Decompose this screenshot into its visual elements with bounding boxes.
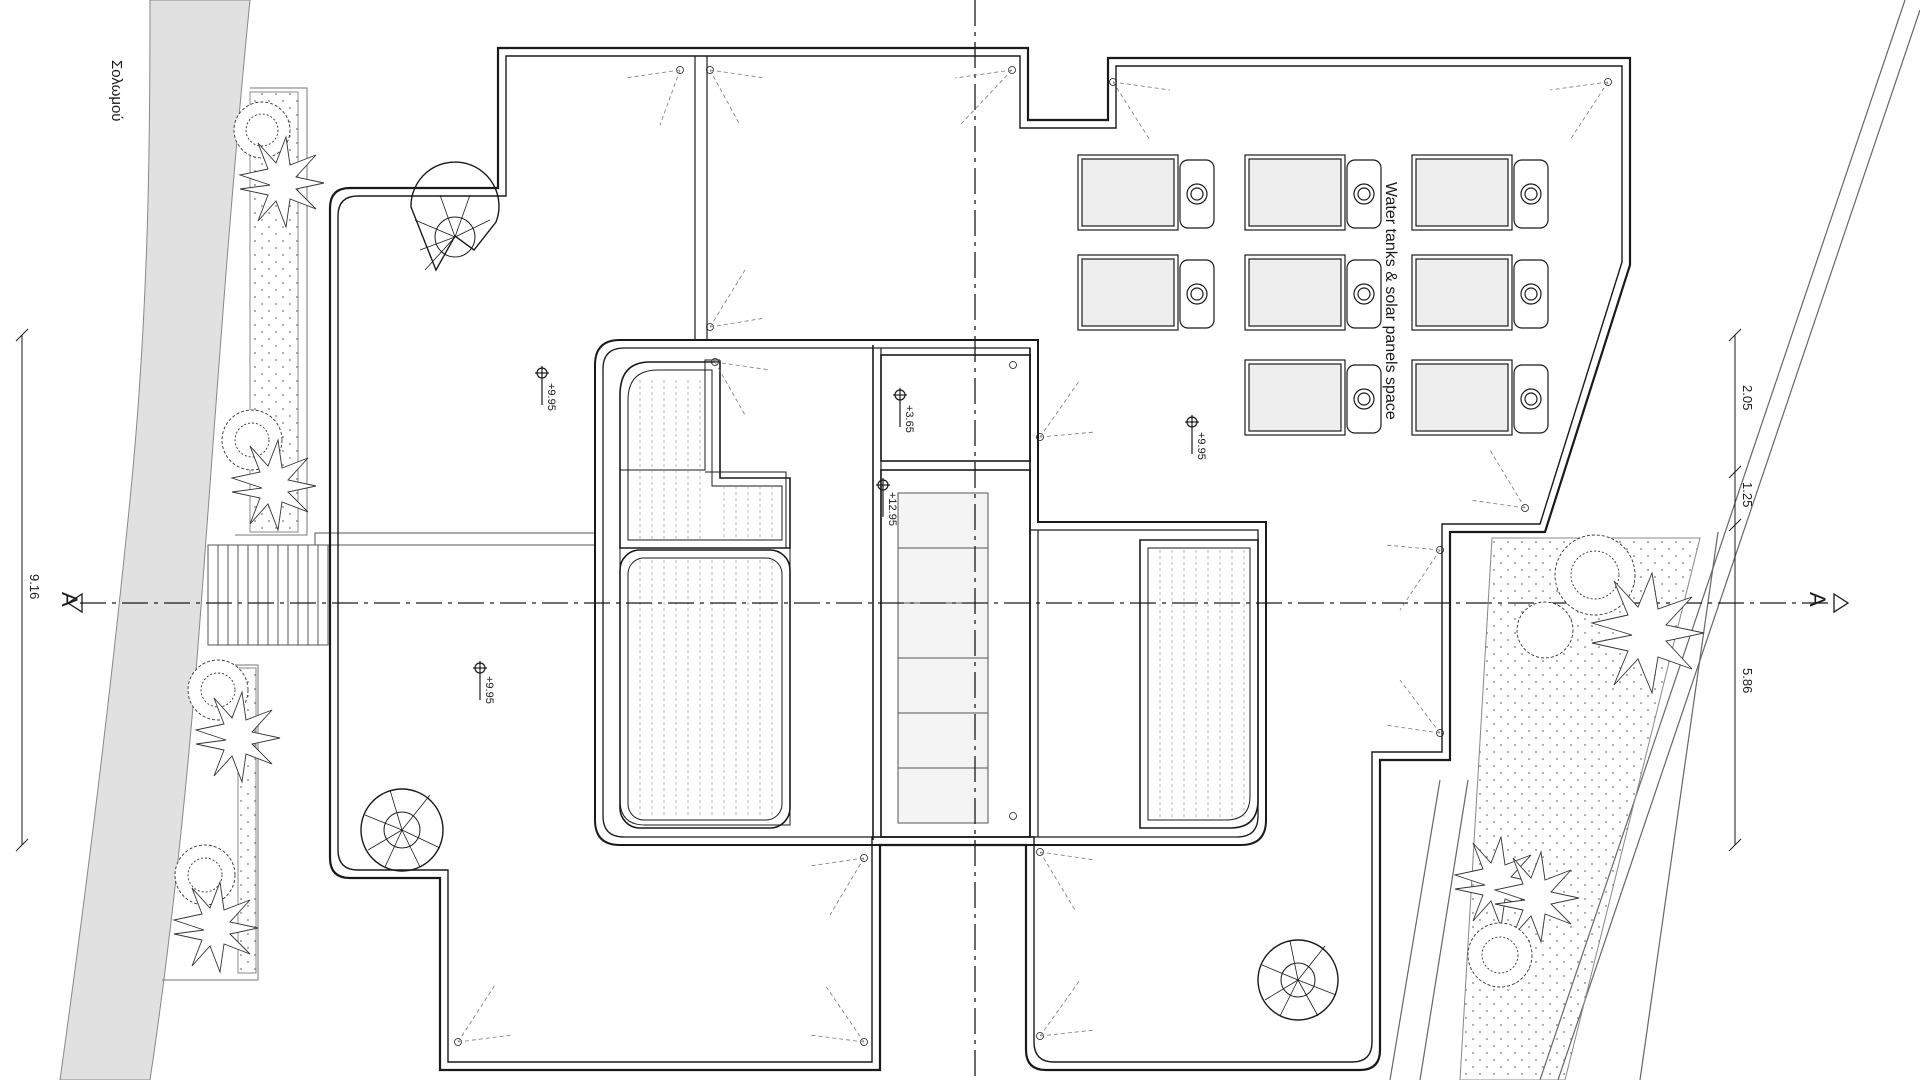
solar-unit [1411, 154, 1549, 231]
level-label: +9.95 [1195, 432, 1207, 460]
trees [172, 101, 1705, 988]
dimension-left: 9.16 [27, 574, 42, 599]
spiral-stair-bottom-right [1257, 939, 1339, 1021]
roof-drains [454, 66, 1612, 1046]
tree-symbol [187, 659, 249, 721]
tanks-label: Water tanks & solar panels space [1382, 182, 1399, 420]
level-label: +9.95 [483, 676, 495, 704]
entrance-bridge [207, 532, 596, 646]
solar-unit [1411, 359, 1549, 436]
level-label: +12.95 [886, 492, 898, 526]
tree-symbol [1554, 534, 1636, 616]
solar-panel-array [1077, 154, 1549, 436]
tree-symbol [238, 135, 325, 229]
spiral-stair-top-left [410, 161, 500, 272]
tree-symbol [174, 844, 236, 906]
central-block [594, 339, 1267, 846]
level-label: +3.65 [903, 405, 915, 433]
dimension-right: 1.25 [1740, 482, 1755, 507]
solar-unit [1244, 359, 1382, 436]
solar-unit [1411, 254, 1549, 331]
tree-symbol [1590, 571, 1705, 695]
solar-unit [1244, 254, 1382, 331]
tree-symbol [1467, 922, 1533, 988]
dimension-lines [15, 328, 1742, 852]
left-garden-strip [162, 87, 308, 981]
solar-unit [1077, 154, 1215, 231]
skylight-grid [897, 492, 989, 824]
tree-symbol [194, 690, 281, 784]
pool-areas [619, 359, 1259, 829]
level-label: +9.95 [545, 383, 557, 411]
tree-symbol [172, 880, 259, 974]
street-strip [59, 0, 251, 1080]
spiral-stair-bottom-left [360, 788, 444, 872]
section-mark-left: A [57, 592, 82, 607]
solar-unit [1244, 154, 1382, 231]
tree-symbol [221, 409, 283, 471]
tree-symbol [230, 438, 317, 532]
section-line [66, 0, 1850, 1080]
tree-symbol [233, 101, 291, 159]
solar-unit [1077, 254, 1215, 331]
level-markers [473, 366, 1199, 700]
dimension-right: 2.05 [1740, 385, 1755, 410]
dimension-right: 5.86 [1740, 668, 1755, 693]
street-name: Σολωμού [108, 60, 125, 122]
tree-symbol [1516, 601, 1574, 659]
section-mark-right: A [1805, 592, 1830, 607]
upper-interior-walls [694, 56, 708, 340]
building-outline [328, 46, 1632, 1072]
